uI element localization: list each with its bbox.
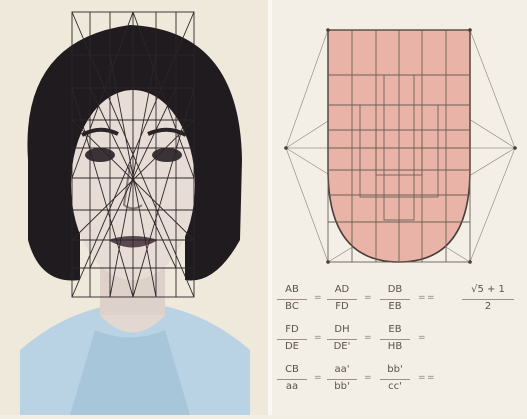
fraction-numerator: AB: [277, 285, 307, 297]
equals-sign: =: [418, 373, 426, 383]
equals-sign: =: [314, 293, 322, 303]
fraction-denominator: DE': [327, 342, 357, 354]
fraction-numerator: EB: [380, 325, 410, 337]
fraction-numerator: DH: [327, 325, 357, 337]
fraction-numerator: bb': [380, 365, 410, 377]
fraction-denominator: DE: [277, 342, 307, 354]
fraction-denominator: BC: [277, 302, 307, 314]
fraction-numerator: DB: [380, 285, 410, 297]
equals-sign: =: [418, 293, 426, 303]
fraction-numerator: √5 + 1: [462, 285, 514, 297]
fraction-cb-aa: CB aa: [277, 365, 307, 394]
fraction-denominator: 2: [462, 302, 514, 314]
fraction-denominator: bb': [327, 382, 357, 394]
proportioned-face-photo: [0, 0, 268, 415]
fraction-dh-de: DH DE': [327, 325, 357, 354]
golden-grid-overlay: [72, 12, 194, 297]
face-photo-panel: [0, 0, 268, 415]
diagram-panel: AB BC = AD FD = DB EB = = √5 + 1 2 FD DE = DH…: [272, 0, 527, 415]
fraction-aa-bb: aa' bb': [327, 365, 357, 394]
equals-sign: =: [427, 293, 435, 303]
fraction-golden-ratio: √5 + 1 2: [462, 285, 514, 314]
fraction-db-eb: DB EB: [380, 285, 410, 314]
fraction-ad-fd: AD FD: [327, 285, 357, 314]
fraction-numerator: CB: [277, 365, 307, 377]
fraction-numerator: aa': [327, 365, 357, 377]
fraction-denominator: HB: [380, 342, 410, 354]
fraction-numerator: FD: [277, 325, 307, 337]
equals-sign: =: [314, 333, 322, 343]
equals-sign: =: [418, 333, 426, 343]
equals-sign: =: [364, 333, 372, 343]
fraction-numerator: AD: [327, 285, 357, 297]
equals-sign: =: [364, 373, 372, 383]
fraction-denominator: aa: [277, 382, 307, 394]
fraction-fd-de: FD DE: [277, 325, 307, 354]
golden-mask-diagram: [272, 0, 527, 280]
fraction-eb-hb: EB HB: [380, 325, 410, 354]
fraction-bb-cc: bb' cc': [380, 365, 410, 394]
fraction-denominator: FD: [327, 302, 357, 314]
fraction-denominator: EB: [380, 302, 410, 314]
fraction-denominator: cc': [380, 382, 410, 394]
equals-sign: =: [364, 293, 372, 303]
fraction-ab-bc: AB BC: [277, 285, 307, 314]
equals-sign: =: [427, 373, 435, 383]
equals-sign: =: [314, 373, 322, 383]
